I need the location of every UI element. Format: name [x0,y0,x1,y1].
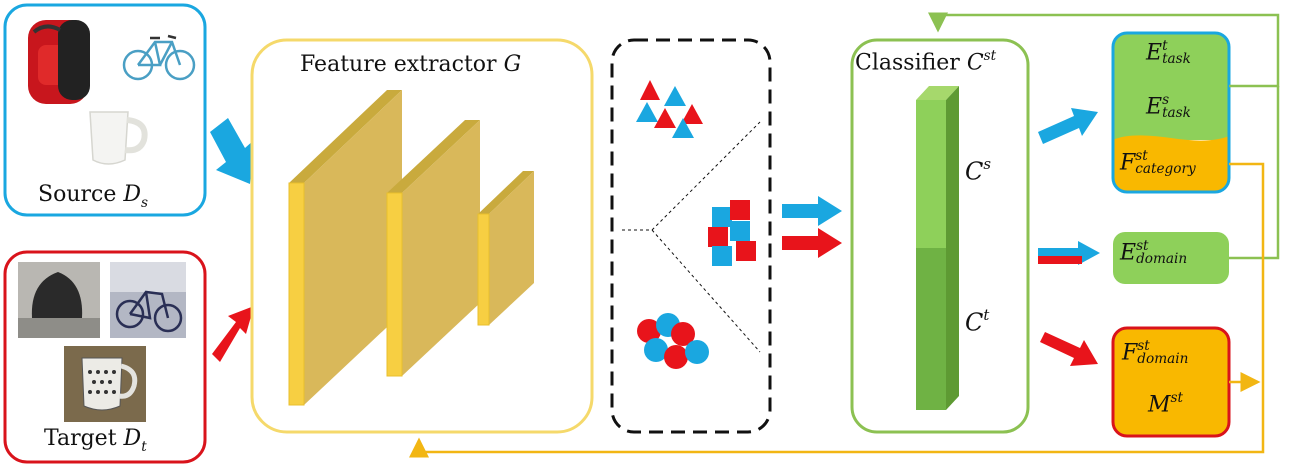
feature-extractor-text: Feature extractor [300,52,497,77]
e-task-s-sub: task [1162,104,1191,121]
f-domain-symbol: F [1122,340,1138,366]
f-category-symbol: F [1120,150,1136,176]
source-loss-arrow [1038,108,1098,144]
domain-loss-arrow [1038,241,1100,265]
classifier-target-part-label: Ct [965,306,989,336]
domain-loss-box [1113,232,1229,284]
green-feedback-path [928,12,1280,260]
target-feature-arrow [782,228,842,258]
ct-sup: t [983,306,990,324]
e-task-s-symbol: E [1146,94,1163,120]
loss-m: Mst [1148,390,1183,418]
e-domain-sub: domain [1136,250,1188,267]
m-sup: st [1170,390,1183,406]
ct-symbol: C [965,308,984,337]
cs-symbol: C [965,157,984,186]
target-label-text: Target [44,426,117,451]
source-arrow [210,118,254,184]
circle-cluster [637,313,709,369]
source-label-text: Source [38,182,117,207]
square-cluster [708,200,756,266]
e-domain-symbol: E [1120,240,1137,266]
e-task-s-sup: s [1162,92,1170,108]
source-sub: s [140,195,148,212]
classifier-symbol: C [966,50,984,76]
feature-block-3 [477,171,534,326]
target-label: Target Dt [44,426,147,455]
f-domain-sub: domain [1137,350,1189,367]
e-task-t-symbol: E [1146,40,1163,66]
target-loss-arrow [1040,332,1098,366]
target-sub: t [141,439,147,456]
feature-block-2 [386,120,480,377]
bicycle-icon [122,34,196,81]
backpack-icon [28,20,90,104]
classifier-text: Classifier [855,50,960,76]
orange-feedback-path [409,162,1265,458]
feature-block-1 [288,90,402,406]
source-feature-arrow [782,196,842,226]
f-category-sup: st [1135,148,1148,164]
classifier-label: Classifier Cst [855,48,996,76]
f-category-sub: category [1135,160,1196,177]
source-symbol: D [123,182,141,207]
target-arrow [212,306,254,362]
feature-extractor-label: Feature extractor G [300,52,521,77]
classifier-column [916,86,959,410]
feature-extractor-symbol: G [503,52,522,77]
task-category-loss-box [1111,31,1231,194]
triangle-cluster [636,80,703,138]
m-symbol: M [1148,392,1171,418]
e-task-t-sub: task [1162,50,1191,67]
source-label: Source Ds [38,182,148,211]
e-domain-sup: st [1136,238,1149,254]
classifier-source-part-label: Cs [965,155,991,185]
e-task-t-sup: t [1162,38,1168,54]
mug-icon [89,111,148,165]
f-domain-sup: st [1137,338,1150,354]
cs-sup: s [983,155,992,173]
target-symbol: D [123,426,142,451]
classifier-sup: st [983,48,997,64]
